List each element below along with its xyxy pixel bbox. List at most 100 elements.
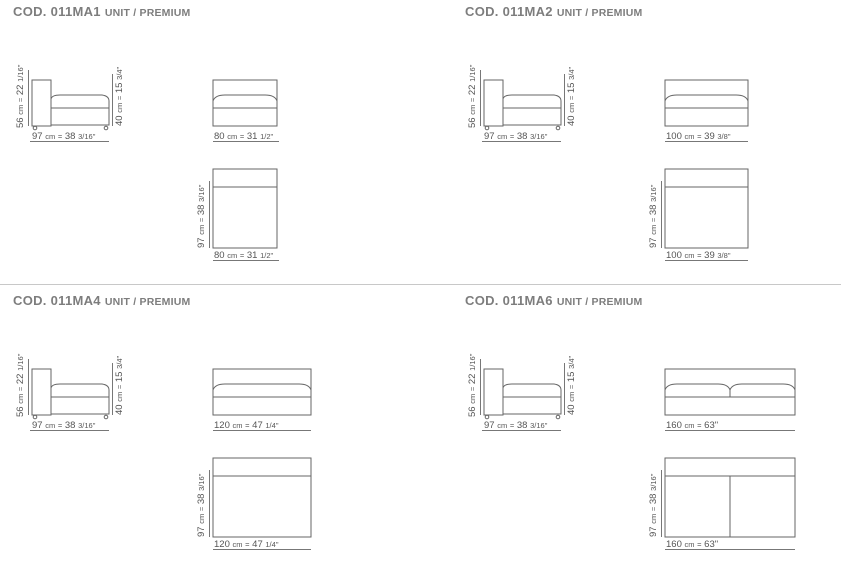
side-depth-dim-line	[482, 430, 561, 431]
top-width-dim-cm-unit: cm	[232, 540, 243, 549]
module-variant: UNIT / PREMIUM	[556, 296, 643, 308]
side-height-dim: 56 cm = 22 1/16"	[467, 65, 478, 128]
side-backrest	[483, 79, 504, 127]
top-depth-dim-separator: =	[197, 217, 206, 223]
front-seat-cushion	[212, 94, 278, 109]
top-outline	[664, 168, 749, 249]
top-depth-dim-line	[661, 181, 662, 248]
side-height-dim-in-fraction: 1/16"	[16, 64, 25, 82]
top-width-dim-in-fraction: 1/4"	[265, 540, 279, 549]
top-width-dim-cm-value: 160	[666, 539, 682, 550]
front-width-dim-separator: =	[697, 132, 702, 141]
side-seat-base	[502, 107, 562, 126]
top-width-dim-cm-unit: cm	[684, 540, 695, 549]
top-depth-dim-line	[209, 470, 210, 537]
side-seat-base	[50, 107, 110, 126]
module-code: COD. 011MA2	[465, 4, 553, 19]
top-width-dim-separator: =	[245, 540, 250, 549]
front-width-dim-in-fraction: 1/2"	[260, 132, 274, 141]
side-depth-dim-in-fraction: 3/16"	[78, 132, 96, 141]
module-variant: UNIT / PREMIUM	[556, 7, 643, 19]
side-seat-dim-line	[112, 363, 113, 415]
side-seat-dim-cm-unit: cm	[115, 391, 124, 402]
side-depth-dim: 97 cm = 38 3/16"	[32, 132, 95, 142]
side-seat-dim-line	[112, 74, 113, 126]
front-width-dim-line	[665, 141, 748, 142]
side-height-dim-cm-unit: cm	[16, 393, 25, 404]
side-seat-dim: 40 cm = 15 3/4"	[566, 67, 577, 126]
top-width-dim-in-value: 63"	[704, 539, 719, 550]
top-width-dim: 100 cm = 39 3/8"	[666, 251, 730, 261]
side-depth-dim-in-value: 38	[516, 131, 528, 142]
front-seat-cushion	[664, 383, 731, 398]
side-height-dim-line	[28, 70, 29, 126]
top-depth-dim-cm-value: 97	[648, 237, 659, 248]
front-back-panel	[664, 79, 749, 127]
side-seat-dim-in-fraction: 3/4"	[115, 66, 124, 80]
side-foot-back	[555, 414, 561, 420]
top-depth-dim-separator: =	[649, 506, 658, 512]
side-seat-dim: 40 cm = 15 3/4"	[566, 356, 577, 415]
top-depth-dim: 97 cm = 38 3/16"	[196, 185, 207, 248]
top-depth-dim-cm-unit: cm	[649, 224, 658, 235]
side-depth-dim-separator: =	[509, 132, 515, 141]
side-height-dim-cm-unit: cm	[468, 104, 477, 115]
side-height-dim-in-value: 22	[467, 373, 478, 385]
front-width-dim-cm-value: 100	[666, 131, 682, 142]
top-width-dim-line	[665, 549, 795, 550]
side-height-dim-in-fraction: 1/16"	[16, 353, 25, 371]
front-seat-cushion	[729, 383, 796, 398]
section-divider	[0, 284, 841, 285]
side-view-drawing	[31, 79, 110, 131]
top-depth-dim-separator: =	[197, 506, 206, 512]
side-seat-dim-cm-value: 40	[114, 404, 125, 415]
top-depth-dim-in-value: 38	[196, 493, 207, 505]
side-seat-dim-cm-unit: cm	[567, 102, 576, 113]
side-seat-dim-line	[564, 74, 565, 126]
side-depth-dim-cm-unit: cm	[45, 132, 56, 141]
top-depth-dim-in-value: 38	[196, 204, 207, 216]
side-depth-dim: 97 cm = 38 3/16"	[484, 421, 547, 431]
top-width-dim-in-value: 47	[252, 539, 263, 550]
side-seat-dim-in-value: 15	[114, 82, 125, 94]
side-depth-dim-cm-unit: cm	[497, 132, 508, 141]
top-width-dim: 80 cm = 31 1/2"	[214, 251, 273, 261]
top-depth-dim-in-fraction: 3/16"	[197, 473, 206, 491]
side-depth-dim-in-fraction: 3/16"	[78, 421, 96, 430]
side-seat-cushion	[50, 94, 110, 109]
front-back-panel	[212, 368, 312, 416]
side-height-dim-separator: =	[16, 386, 25, 392]
top-depth-dim-cm-value: 97	[196, 526, 207, 537]
front-width-dim: 100 cm = 39 3/8"	[666, 132, 730, 142]
side-height-dim-cm-value: 56	[467, 406, 478, 417]
side-seat-cushion	[502, 94, 562, 109]
top-outline	[212, 457, 312, 538]
top-depth-dim-cm-value: 97	[648, 526, 659, 537]
top-view-drawing	[664, 168, 749, 249]
side-depth-dim: 97 cm = 38 3/16"	[484, 132, 547, 142]
module-variant: UNIT / PREMIUM	[104, 296, 191, 308]
top-depth-dim-in-fraction: 3/16"	[649, 473, 658, 491]
top-width-dim-cm-value: 100	[666, 250, 682, 261]
top-depth-dim: 97 cm = 38 3/16"	[196, 473, 207, 537]
top-depth-dim-cm-unit: cm	[197, 513, 206, 524]
top-width-dim-separator: =	[239, 251, 245, 260]
side-seat-dim-separator: =	[567, 384, 576, 390]
side-height-dim: 56 cm = 22 1/16"	[15, 353, 26, 417]
side-backrest	[483, 368, 504, 416]
side-seat-base	[50, 396, 110, 415]
front-view-drawing	[664, 79, 749, 127]
side-depth-dim-in-fraction: 3/16"	[530, 421, 548, 430]
top-depth-dim-cm-unit: cm	[197, 224, 206, 235]
front-view-drawing	[212, 368, 312, 416]
module-drawings	[31, 368, 312, 538]
front-width-dim-cm-value: 80	[214, 131, 225, 142]
side-seat-dim-cm-value: 40	[566, 404, 577, 415]
top-width-dim: 120 cm = 47 1/4"	[214, 540, 278, 550]
front-seat-cushion	[212, 383, 312, 398]
